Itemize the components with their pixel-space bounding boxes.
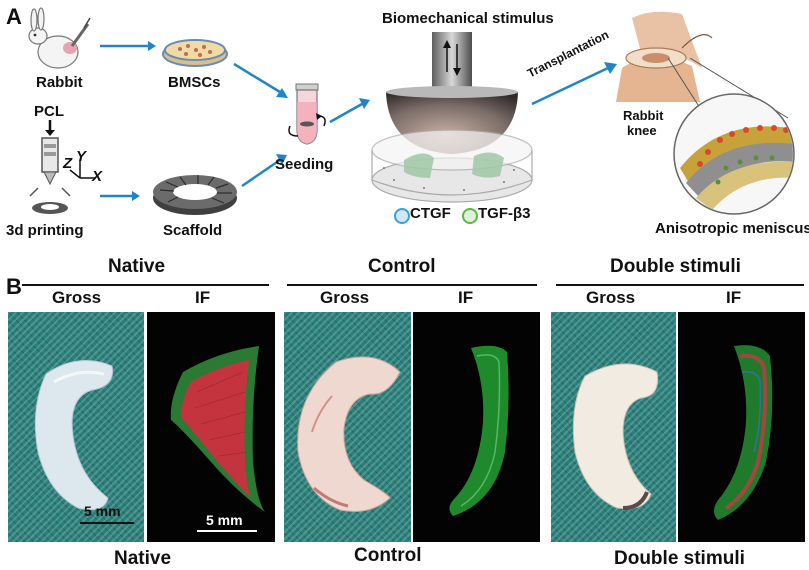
if-label-double-stimuli: IF	[726, 288, 742, 307]
rabbit-label: Rabbit	[36, 74, 83, 91]
if-label-control: IF	[458, 288, 474, 307]
petri-dish-bmscs	[162, 39, 228, 67]
bmscs-label: BMSCs	[168, 74, 221, 91]
axis-y-label: Y	[76, 148, 87, 165]
seeding-label: Seeding	[275, 156, 334, 173]
axis-x-label: X	[92, 168, 103, 185]
if-image-double-stimuli	[678, 312, 805, 542]
scale-bar-if	[197, 530, 257, 532]
arrow-bmscs-seeding	[233, 62, 288, 98]
gross-label-control: Gross	[320, 288, 370, 307]
arrow-seeding-bioreactor	[329, 98, 370, 124]
bottom-label-double-stimuli: Double stimuli	[614, 548, 745, 569]
group-title-native: Native	[108, 256, 166, 277]
gross-photo-control	[284, 312, 411, 542]
if-image-native	[147, 312, 275, 542]
bottom-label-native: Native	[114, 548, 172, 569]
group-divider-control	[287, 284, 537, 286]
arrow-transplantation	[531, 62, 617, 106]
arrow-scaffold-seeding	[241, 154, 287, 188]
pcl-label: PCL	[34, 103, 64, 120]
rabbit-illustration	[28, 7, 91, 69]
seeding-tube-illustration	[288, 83, 326, 145]
scale-label-gross: 5 mm	[84, 503, 121, 519]
rabbit-knee-label-line1: Rabbit	[623, 108, 664, 123]
scale-label-if: 5 mm	[206, 512, 243, 528]
scaffold-illustration	[153, 175, 237, 215]
panel-a-letter: A	[6, 4, 22, 29]
arrow-printing-scaffold	[100, 191, 140, 201]
rabbit-knee-label-line2: knee	[627, 123, 657, 138]
gross-photo-native	[8, 312, 144, 542]
scale-bar-gross	[80, 522, 134, 524]
group-divider-double-stimuli	[556, 284, 804, 286]
tgf-bead-icon	[462, 208, 478, 224]
group-divider-native	[22, 284, 269, 286]
3d-printing-label: 3d printing	[6, 222, 84, 239]
gross-label-native: Gross	[52, 288, 102, 307]
arrow-rabbit-bmscs	[100, 41, 156, 51]
tgf-beta3-label: TGF-β3	[478, 205, 531, 222]
scaffold-label: Scaffold	[163, 222, 223, 239]
gross-photo-double-stimuli	[551, 312, 676, 542]
group-title-double-stimuli: Double stimuli	[610, 256, 741, 277]
anisotropic-meniscus-label: Anisotropic meniscus	[655, 220, 809, 237]
3d-printer-nozzle-illustration	[29, 120, 96, 214]
gross-label-double-stimuli: Gross	[586, 288, 636, 307]
panel-b-letter: B	[6, 274, 22, 299]
ctgf-label: CTGF	[410, 205, 451, 222]
bioreactor-illustration	[371, 32, 533, 203]
anisotropic-meniscus-zoom-illustration	[667, 58, 795, 215]
bottom-label-control: Control	[354, 545, 422, 566]
if-image-control	[413, 312, 540, 542]
axis-z-label: Z	[63, 155, 73, 172]
ctgf-bead-icon	[394, 208, 410, 224]
group-title-control: Control	[368, 256, 436, 277]
rabbit-knee-illustration	[616, 11, 713, 102]
biomechanical-stimulus-label: Biomechanical stimulus	[382, 10, 554, 27]
if-label-native: IF	[195, 288, 211, 307]
